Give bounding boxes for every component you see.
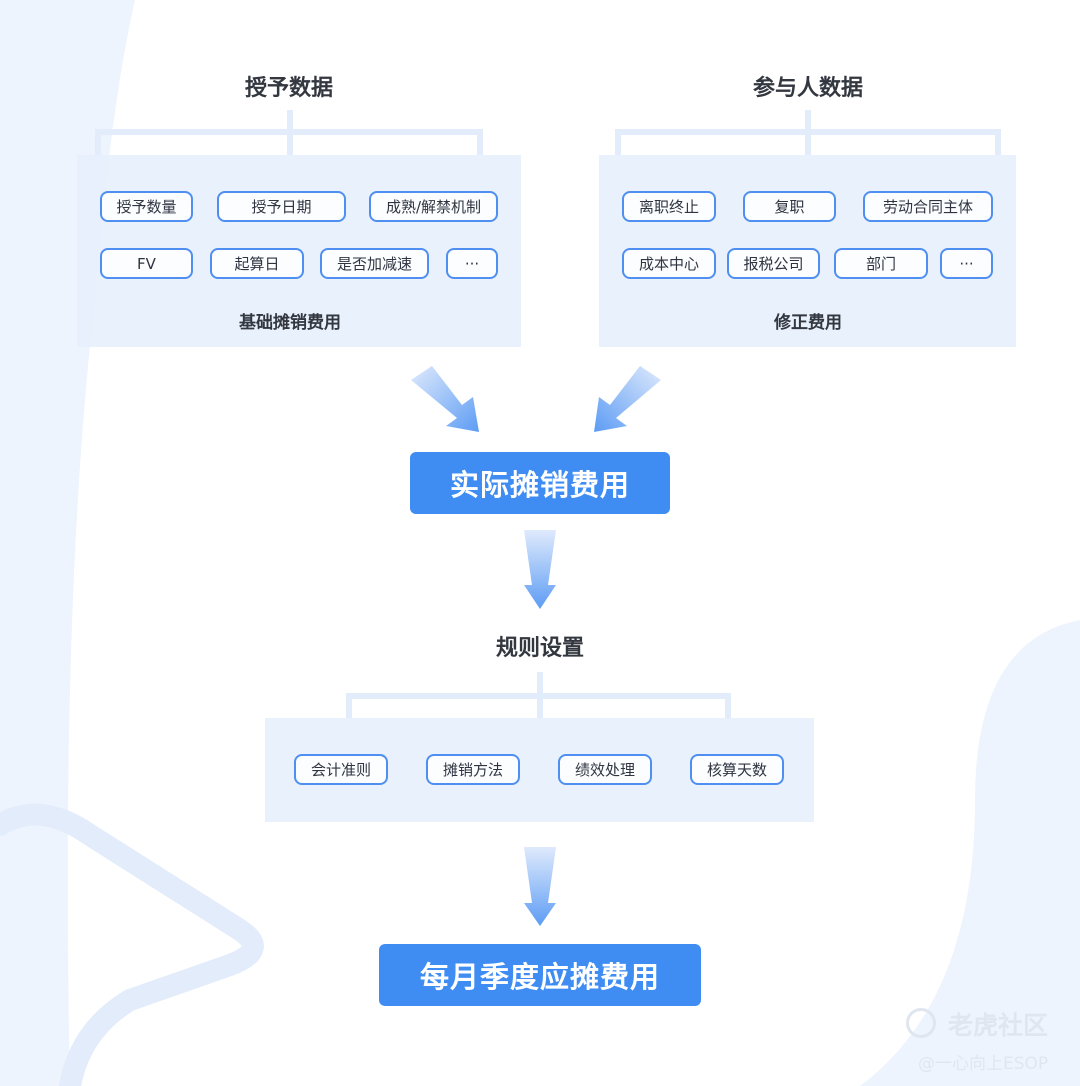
tag-department: 部门 [834, 248, 928, 279]
watermark-brand: 老虎社区 [948, 1011, 1049, 1040]
tag-vesting-mechanism: 成熟/解禁机制 [369, 191, 498, 222]
tag-amortization-method: 摊销方法 [426, 754, 520, 785]
tiger-logo-icon [906, 1008, 936, 1038]
tag-cost-center: 成本中心 [622, 248, 716, 279]
tag-more-left: ··· [446, 248, 498, 279]
tag-fv: FV [100, 248, 193, 279]
tag-performance-handling: 绩效处理 [558, 754, 652, 785]
watermark-handle: @一心向上ESOP [918, 1054, 1049, 1074]
tag-grant-quantity: 授予数量 [100, 191, 193, 222]
base-amortization-caption: 基础摊销费用 [239, 313, 341, 333]
tag-acceleration: 是否加减速 [320, 248, 429, 279]
actual-amortization-box: 实际摊销费用 [410, 452, 670, 514]
tag-more-right: ··· [940, 248, 993, 279]
tag-accounting-standard: 会计准则 [294, 754, 388, 785]
correction-fee-caption: 修正费用 [774, 313, 842, 333]
rule-settings-title: 规则设置 [495, 636, 585, 661]
tag-start-date: 起算日 [210, 248, 304, 279]
tag-termination: 离职终止 [622, 191, 716, 222]
tag-tax-company: 报税公司 [727, 248, 820, 279]
tag-labor-contract-entity: 劳动合同主体 [863, 191, 993, 222]
tag-grant-date: 授予日期 [217, 191, 346, 222]
grant-data-title: 授予数据 [244, 76, 334, 101]
tag-accounting-days: 核算天数 [690, 754, 784, 785]
participant-data-title: 参与人数据 [752, 76, 864, 101]
monthly-quarterly-expense-box: 每月季度应摊费用 [379, 944, 701, 1006]
tag-rehire: 复职 [743, 191, 836, 222]
